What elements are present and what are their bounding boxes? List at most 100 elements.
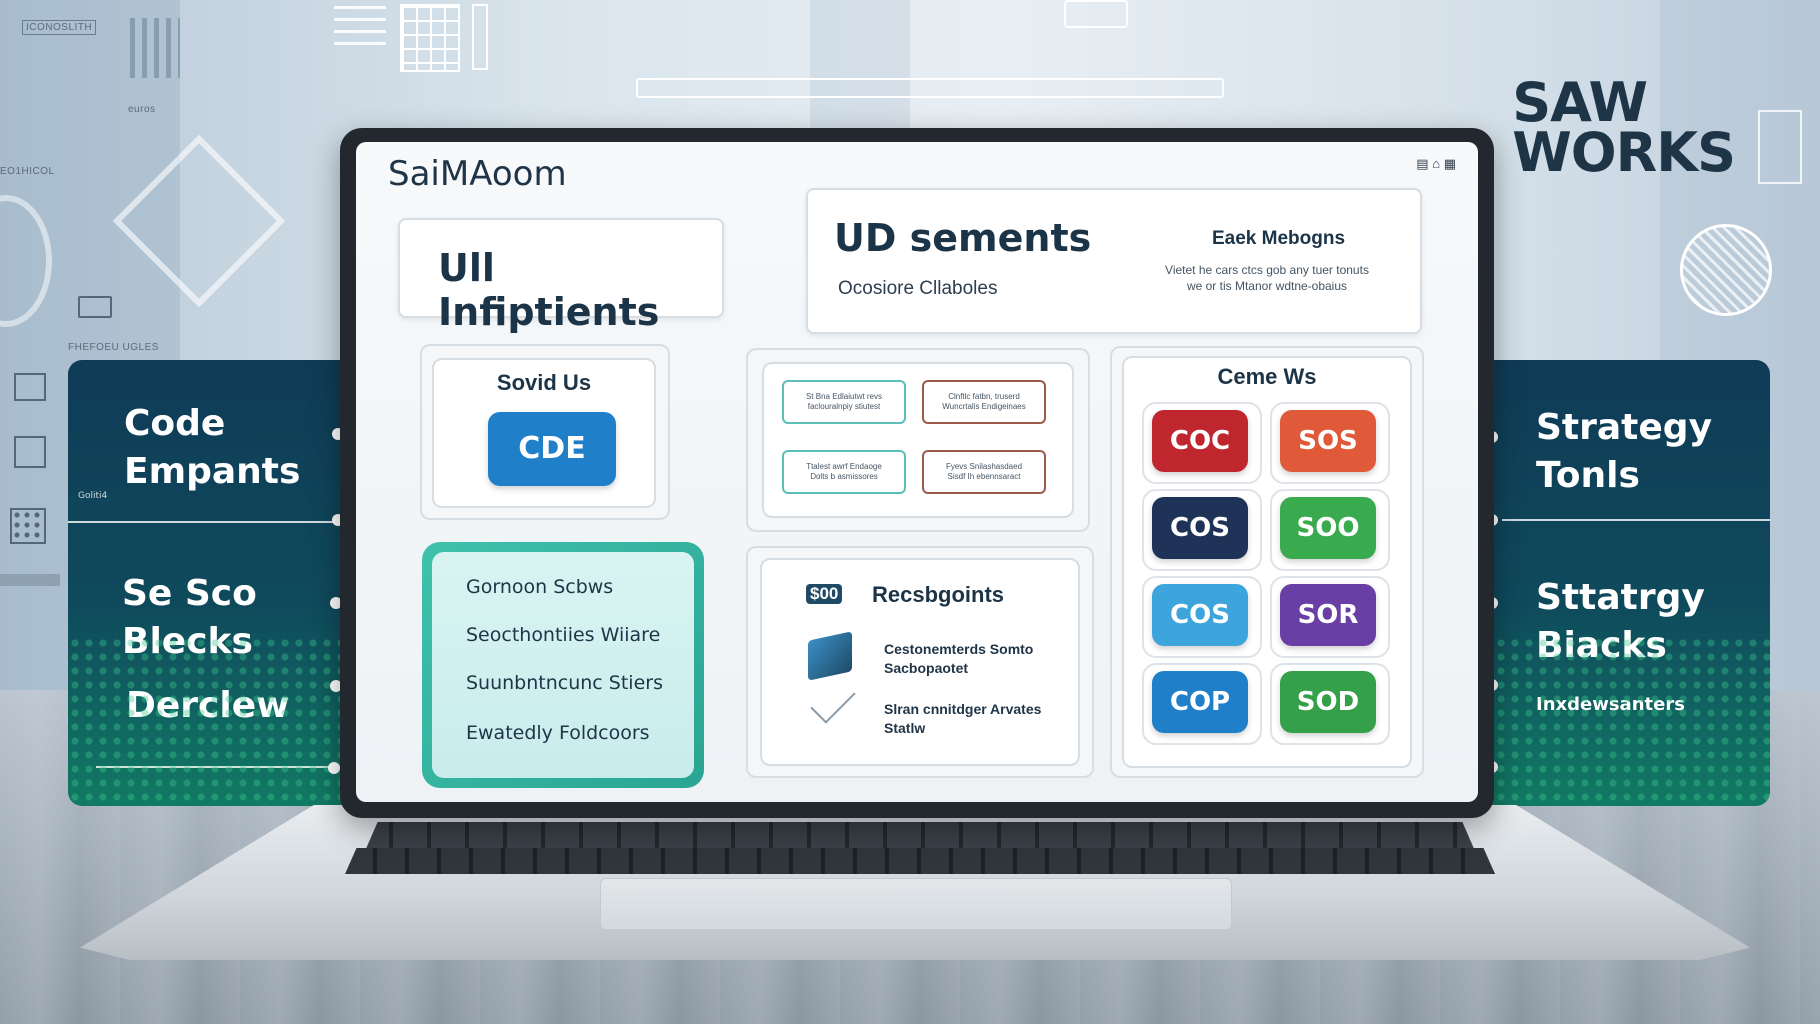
- code-pill-button[interactable]: SOS: [1280, 410, 1376, 472]
- mini-card[interactable]: Clnftlc fatbn, truserd Wuncrtalis Endige…: [922, 380, 1046, 424]
- code-pill-button[interactable]: COP: [1152, 671, 1248, 733]
- background-caption: euros: [128, 104, 156, 115]
- left-banner-item-1[interactable]: Code Empants: [124, 400, 300, 496]
- resource-item[interactable]: Cestonemterds Somto Sacbopaotet: [884, 640, 1033, 678]
- brand-line-2: WORKS: [1512, 121, 1736, 184]
- code-pill-container: SOD: [1270, 663, 1390, 745]
- column-icon: [472, 4, 488, 70]
- left-banner-item-2-line-1: Se Sco: [122, 573, 257, 614]
- code-pill-container: SOR: [1270, 576, 1390, 658]
- divider: [1502, 519, 1770, 521]
- resource-item[interactable]: Slran cnnitdger Arvates Statlw: [884, 700, 1041, 738]
- segments-title: UD sements: [834, 216, 1092, 260]
- background-card: [1064, 0, 1128, 28]
- mini-card-line-1: St Bna Edlaiutwt revs: [805, 392, 883, 401]
- right-banner-item-3[interactable]: Inxdewsanters: [1536, 694, 1685, 715]
- background-caption: FHEFOEU UGLES: [68, 342, 159, 353]
- right-banner-item-2-line-1: Sttatrgy: [1536, 577, 1705, 618]
- right-banner: Strategy Tonls Sttatrgy Biacks Inxdewsan…: [1452, 360, 1770, 806]
- background-card: [1758, 110, 1802, 184]
- text-icon[interactable]: ▤: [1416, 156, 1429, 171]
- arrow-icon: [810, 678, 856, 724]
- mini-card-line-2: Wuncrtalis Endigeinaes: [942, 402, 1026, 411]
- teal-list-card: Gornoon Scbws Seocthontiies Wiiare Suunb…: [422, 542, 704, 788]
- right-banner-item-1-line-2: Tonls: [1536, 455, 1640, 496]
- laptop-screen: SaiMAoom ▤ ⌂ ▦ Ull Infiptients UD sement…: [356, 142, 1478, 802]
- codes-panel-inner: Ceme Ws COC SOS COS SOO COS SOR COP SOD: [1122, 356, 1412, 768]
- codes-panel: Ceme Ws COC SOS COS SOO COS SOR COP SOD: [1110, 346, 1424, 778]
- code-pill-button[interactable]: SOR: [1280, 584, 1376, 646]
- resources-inner: $00 Recsbgoints Cestonemterds Somto Sacb…: [760, 558, 1080, 766]
- side-text-line-1: Vietet he cars ctcs gob any tuer tonuts: [1165, 263, 1369, 277]
- background-caption: EO1HICOL: [0, 166, 55, 177]
- globe-icon: [1680, 224, 1772, 316]
- mini-card-line-2: Sisdf Ih ebennsaract: [947, 472, 1021, 481]
- edit-icon: [14, 436, 46, 468]
- codes-title: Ceme Ws: [1217, 364, 1317, 389]
- mini-cards-panel: St Bna Edlaiutwt revs faclouralnpiy stiu…: [746, 348, 1090, 532]
- code-pill-container: COC: [1142, 402, 1262, 484]
- list-item[interactable]: Suunbntncunc Stiers: [466, 672, 663, 694]
- grid-icon[interactable]: ▦: [1443, 156, 1456, 171]
- left-banner-item-2[interactable]: Se Sco Blecks: [122, 570, 257, 666]
- solid-card: Sovid Us CDE: [420, 344, 670, 520]
- mini-card-line-1: Clnftlc fatbn, truserd: [948, 392, 1020, 401]
- resource-item-line-1: Slran cnnitdger Arvates: [884, 701, 1042, 717]
- connector-dot: [328, 762, 340, 774]
- side-text-line-2: we or tis Mtanor wdtne-obaius: [1186, 279, 1348, 293]
- title-card: Ull Infiptients: [398, 218, 724, 334]
- code-pill-button[interactable]: SOO: [1280, 497, 1376, 559]
- mini-card[interactable]: Ttalest awrf Endaoge Dolts b asmissores: [782, 450, 906, 494]
- code-pill-button[interactable]: COS: [1152, 497, 1248, 559]
- right-banner-item-1[interactable]: Strategy Tonls: [1536, 404, 1712, 500]
- page-title: Ull Infiptients: [438, 246, 660, 334]
- code-pill-button[interactable]: SOD: [1280, 671, 1376, 733]
- connector-dot: [330, 597, 342, 609]
- list-item[interactable]: Seocthontiies Wiiare: [466, 624, 661, 646]
- mini-card[interactable]: St Bna Edlaiutwt revs faclouralnpiy stiu…: [782, 380, 906, 424]
- divider: [68, 521, 348, 523]
- code-pill-container: COS: [1142, 489, 1262, 571]
- mini-card-line-1: Ttalest awrf Endaoge: [806, 462, 882, 471]
- connector-dot: [330, 680, 342, 692]
- divider: [96, 766, 348, 768]
- code-pill-container: COS: [1142, 576, 1262, 658]
- cde-button[interactable]: CDE: [488, 412, 616, 486]
- list-item[interactable]: Gornoon Scbws: [466, 576, 614, 598]
- mini-card[interactable]: Fyevs Snilashasdaed Sisdf Ih ebennsaract: [922, 450, 1046, 494]
- segments-side-title: Eaek Mebogns: [1212, 228, 1346, 249]
- mini-card-line-2: faclouralnpiy stiutest: [807, 402, 881, 411]
- segments-card: UD sements Ocosiore Cllaboles Eaek Mebog…: [806, 188, 1422, 334]
- left-banner-item-3[interactable]: Derclew: [126, 685, 290, 726]
- grid-icon: [10, 508, 46, 544]
- code-pill-container: SOS: [1270, 402, 1390, 484]
- home-icon[interactable]: ⌂: [1432, 156, 1441, 171]
- solid-card-title: Sovid Us: [496, 370, 592, 395]
- segments-side-text: Vietet he cars ctcs gob any tuer tonuts …: [1142, 262, 1392, 294]
- background-tag: ICONOSLITH: [22, 20, 97, 35]
- chart-icon: [14, 373, 46, 401]
- list-item[interactable]: Ewatedly Foldcoors: [466, 722, 650, 744]
- teal-list-inner: [432, 552, 694, 778]
- background-progress-frame: [636, 78, 1224, 98]
- resource-item-line-1: Cestonemterds Somto: [884, 641, 1034, 657]
- right-banner-item-2[interactable]: Sttatrgy Biacks: [1536, 574, 1705, 670]
- mini-card-line-2: Dolts b asmissores: [810, 472, 878, 481]
- app-logo[interactable]: SaiMAoom: [388, 154, 567, 194]
- resources-title: Recsbgoints: [872, 582, 1005, 607]
- code-pill-button[interactable]: COC: [1152, 410, 1248, 472]
- code-pill-container: COP: [1142, 663, 1262, 745]
- video-icon: [78, 296, 112, 318]
- mini-card-line-1: Fyevs Snilashasdaed: [945, 462, 1023, 471]
- resources-badge: $00: [806, 584, 843, 604]
- left-banner-item-2-line-2: Blecks: [122, 621, 253, 662]
- code-pill-container: SOO: [1270, 489, 1390, 571]
- left-banner-caption: Goliti4: [78, 491, 108, 501]
- trackpad[interactable]: [600, 878, 1232, 930]
- left-banner-item-1-line-1: Code: [124, 403, 226, 444]
- code-pill-button[interactable]: COS: [1152, 584, 1248, 646]
- barcode-icon: [130, 18, 180, 78]
- left-banner-item-1-line-2: Empants: [124, 451, 301, 492]
- menu-lines-icon: [334, 6, 386, 50]
- brand-logo: SAW WORKS: [1512, 76, 1736, 184]
